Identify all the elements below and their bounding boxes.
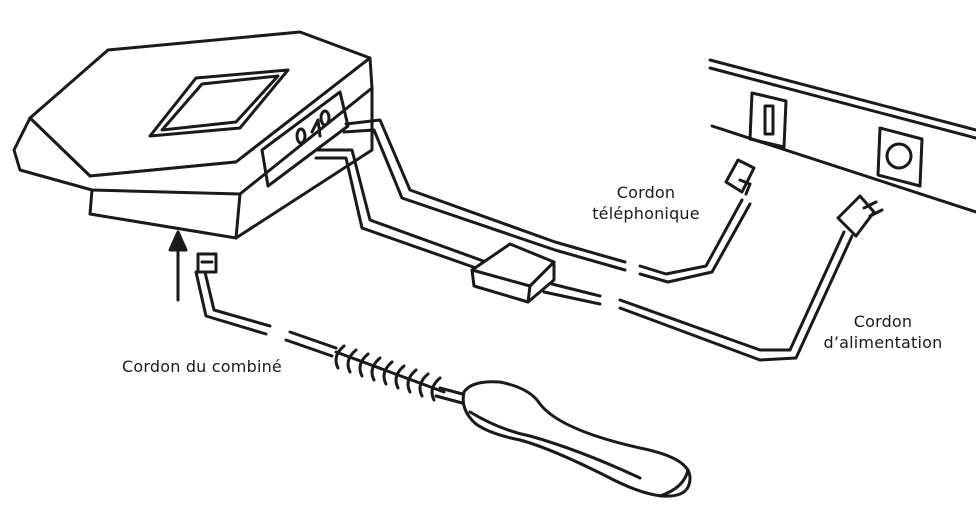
telephone-cord-label-line1: Cordon (616, 183, 676, 202)
telephone-cord-label: Cordon téléphonique (590, 182, 702, 224)
handset-cord (194, 252, 472, 406)
telephone-wall-socket (748, 91, 788, 149)
power-cord (314, 148, 884, 362)
power-cord-label-line1: Cordon (853, 312, 913, 331)
telephone-cord (342, 118, 756, 284)
up-arrow-icon (168, 230, 188, 302)
handset (461, 380, 692, 498)
telephone-base (12, 30, 374, 240)
telephone-cord-label-line2: téléphonique (592, 204, 700, 223)
handset-cord-label: Cordon du combiné (122, 357, 282, 376)
power-cord-label: Cordon d’alimentation (818, 311, 948, 353)
power-wall-socket (876, 126, 924, 188)
power-adapter-box (470, 242, 556, 304)
power-cord-label-line2: d’alimentation (823, 333, 943, 352)
cord-break-marks (273, 255, 637, 343)
handset-coil (334, 344, 446, 402)
